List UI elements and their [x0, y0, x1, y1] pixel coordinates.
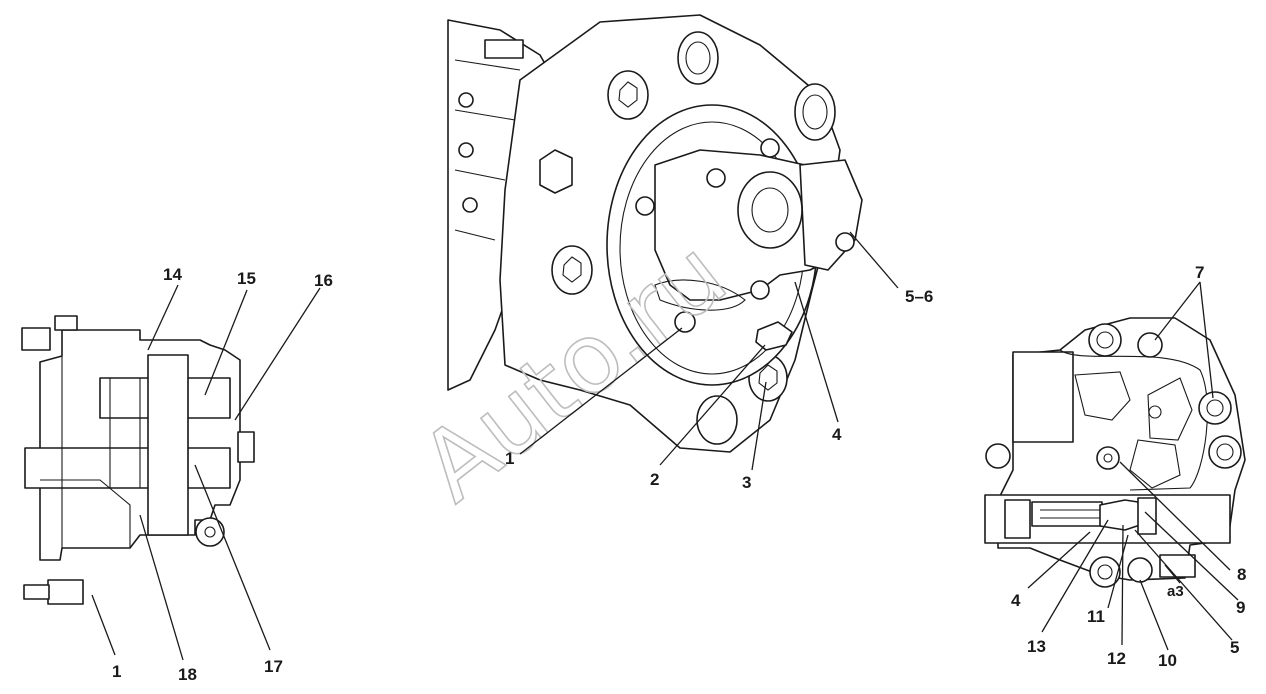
right-view-valve-plate [984, 317, 1246, 588]
callout-15: 15 [237, 269, 256, 288]
callout-10: 10 [1158, 651, 1177, 670]
center-view-leaders [519, 231, 899, 471]
callout-14: 14 [163, 265, 182, 284]
callout-7: 7 [1195, 263, 1204, 282]
callout-12: 12 [1107, 649, 1126, 668]
callout-18: 18 [178, 665, 197, 684]
callout-5-right: 5 [1230, 638, 1239, 657]
right-view-leaders [1027, 281, 1239, 651]
callout-2: 2 [650, 470, 659, 489]
left-view-leaders [91, 284, 321, 661]
callout-17: 17 [264, 657, 283, 676]
callout-4-center: 4 [832, 425, 842, 444]
callout-4-right: 4 [1011, 591, 1021, 610]
callout-3: 3 [742, 473, 751, 492]
callout-8: 8 [1237, 565, 1246, 584]
center-view-pump-assembly [447, 14, 863, 453]
callout-1-left: 1 [112, 662, 121, 681]
callout-13: 13 [1027, 637, 1046, 656]
callout-9: 9 [1236, 598, 1245, 617]
callout-11: 11 [1087, 607, 1105, 626]
callout-16: 16 [314, 271, 333, 290]
callout-a3: а3 [1167, 583, 1184, 600]
callout-1-center: 1 [505, 449, 514, 468]
callout-5-6: 5–6 [905, 287, 933, 306]
